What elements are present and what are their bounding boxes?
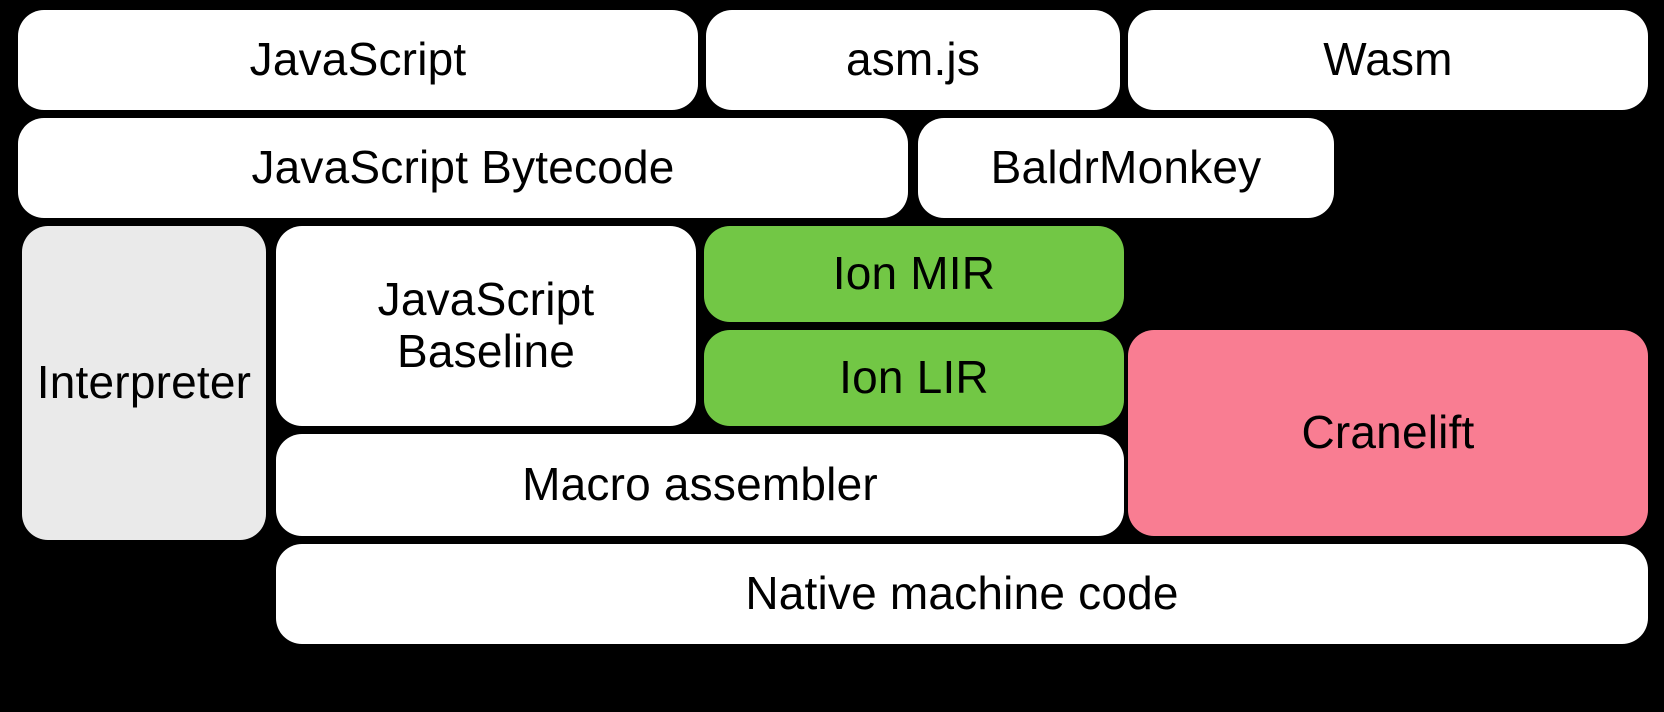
node-javascript: JavaScript	[18, 10, 698, 110]
node-ion-lir: Ion LIR	[704, 330, 1124, 426]
node-ion-mir: Ion MIR	[704, 226, 1124, 322]
node-wasm: Wasm	[1128, 10, 1648, 110]
node-javascript-bytecode: JavaScript Bytecode	[18, 118, 908, 218]
node-cranelift: Cranelift	[1128, 330, 1648, 536]
node-interpreter: Interpreter	[22, 226, 266, 540]
node-asm-js: asm.js	[706, 10, 1120, 110]
node-javascript-baseline: JavaScript Baseline	[276, 226, 696, 426]
node-macro-assembler: Macro assembler	[276, 434, 1124, 536]
node-native-machine-code: Native machine code	[276, 544, 1648, 644]
node-baldrmonkey: BaldrMonkey	[918, 118, 1334, 218]
